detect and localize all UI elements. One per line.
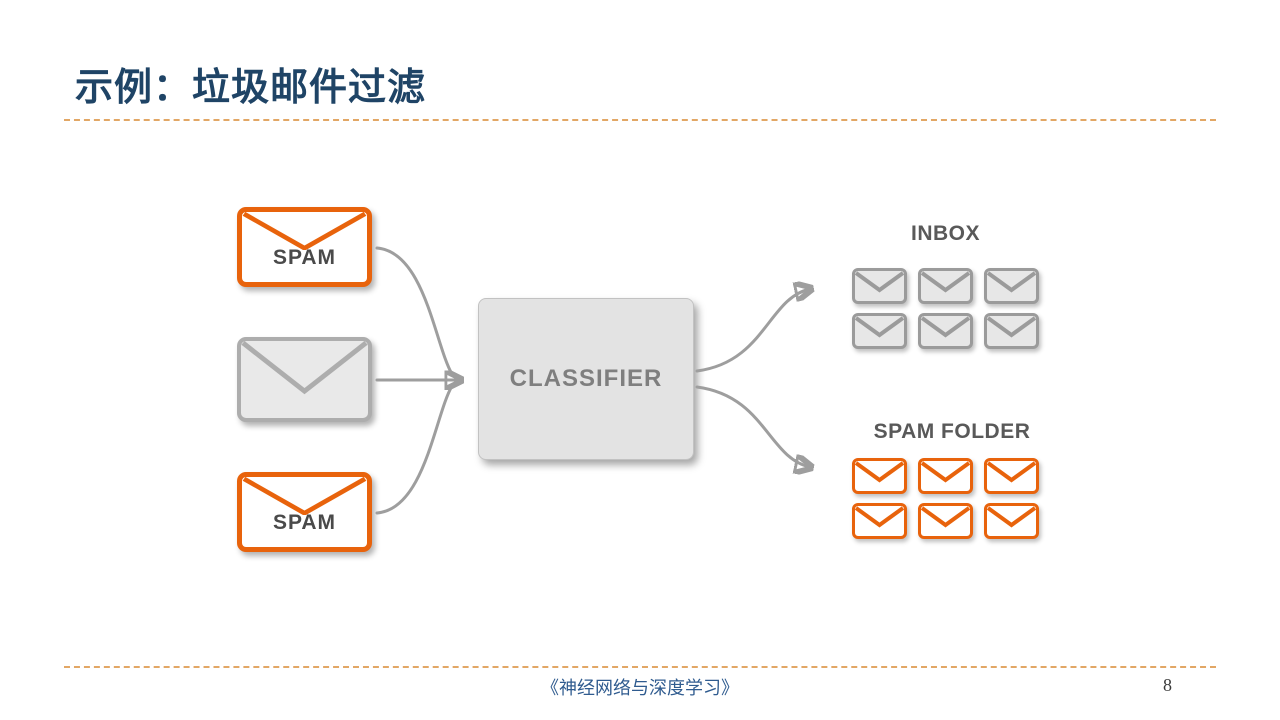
mail-envelope-icon (918, 313, 973, 349)
title-divider (64, 119, 1216, 121)
footer-text: 《神经网络与深度学习》 (541, 678, 739, 698)
inbox-label: INBOX (910, 222, 980, 245)
input-spam-envelope-2: SPAM (237, 472, 372, 552)
arrow-to-spam-folder (695, 385, 810, 467)
spam-folder-label: SPAM FOLDER (873, 420, 1031, 443)
arrow-bottom-input (375, 384, 454, 515)
spam-envelope-icon (984, 503, 1039, 539)
spam-envelope-icon (852, 458, 907, 494)
spam-folder-envelope-grid (852, 458, 1039, 539)
mail-envelope-icon (984, 268, 1039, 304)
classifier-box: CLASSIFIER (478, 298, 694, 460)
input-normal-envelope (237, 337, 372, 422)
arrow-to-inbox (695, 289, 810, 373)
mail-envelope-icon (918, 268, 973, 304)
envelope-flap-icon (242, 477, 367, 515)
envelope-flap-icon (241, 341, 368, 395)
envelope-label: SPAM (272, 246, 337, 269)
spam-envelope-icon (852, 503, 907, 539)
footer-divider (64, 666, 1216, 668)
classifier-label: CLASSIFIER (509, 365, 663, 392)
page-title: 示例：垃圾邮件过滤 (75, 67, 427, 109)
arrow-top-input (375, 246, 454, 376)
mail-envelope-icon (852, 268, 907, 304)
envelope-label: SPAM (272, 511, 337, 534)
input-spam-envelope-1: SPAM (237, 207, 372, 287)
mail-envelope-icon (984, 313, 1039, 349)
page-number: 8 (1163, 675, 1172, 695)
spam-envelope-icon (918, 503, 973, 539)
spam-envelope-icon (984, 458, 1039, 494)
mail-envelope-icon (852, 313, 907, 349)
spam-envelope-icon (918, 458, 973, 494)
inbox-envelope-grid (852, 268, 1039, 349)
envelope-flap-icon (242, 212, 367, 250)
